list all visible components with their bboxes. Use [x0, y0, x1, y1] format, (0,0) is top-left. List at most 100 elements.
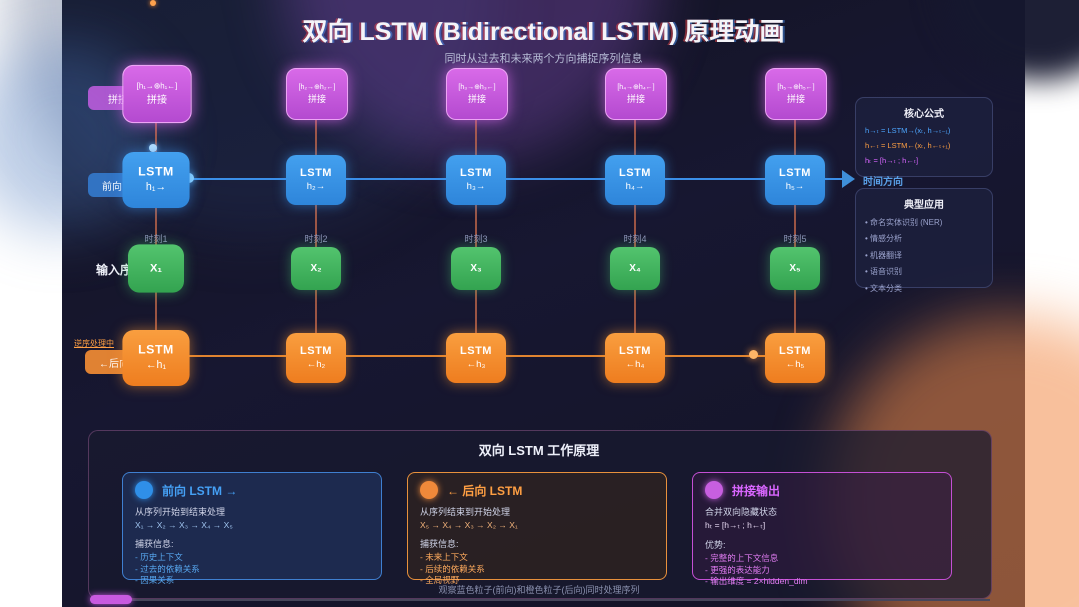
concat-box-1: [h₁→⊕h₁←] 拼接: [122, 64, 192, 124]
page-subtitle: 同时从过去和未来两个方向捕捉序列信息: [444, 53, 643, 65]
concat-formula: [h₄→⊕h₄←]: [617, 84, 655, 92]
card-item: - 更强的表达能力: [705, 564, 770, 575]
input-value: X₄: [629, 262, 641, 274]
purple-dot-icon: [705, 481, 723, 499]
time-label-4: 时刻4: [623, 234, 647, 244]
lstm-label: LSTM: [138, 343, 174, 358]
lstm-label: LSTM: [460, 345, 492, 358]
card-desc: 从序列结束到开始处理: [420, 507, 511, 517]
time-label-1: 时刻1: [144, 234, 168, 244]
concat-label: 拼接: [626, 93, 645, 104]
card-desc: 合并双向隐藏状态: [705, 507, 778, 517]
concat-label: 拼接: [307, 93, 326, 104]
column-line-4: [634, 92, 636, 360]
lstm-label: LSTM: [460, 167, 492, 180]
forward-particle-2-icon: [149, 144, 157, 152]
backward-lstm-box-5: LSTM ←h₅: [765, 333, 825, 383]
concat-box-4: [h₄→⊕h₄←] 拼接: [605, 68, 667, 120]
application-item: • 文本分类: [865, 283, 903, 293]
card-list-title: 捕获信息:: [135, 539, 174, 549]
forward-lstm-box-2: LSTM h₂→: [286, 155, 346, 205]
application-item: • 机器翻译: [865, 250, 903, 260]
lstm-label: LSTM: [138, 165, 174, 180]
concat-formula: [h₃→⊕h₃←]: [458, 84, 496, 92]
input-value: X₂: [310, 262, 322, 274]
card-list-title: 捕获信息:: [420, 539, 459, 549]
concat-box-5: [h₅→⊕h₅←] 拼接: [765, 68, 827, 120]
time-label-3: 时刻3: [464, 234, 488, 244]
card-header: ← 后向 LSTM: [420, 481, 654, 499]
backward-formula: h←ₜ = LSTM←(xₜ, h←ₜ₊₁): [865, 141, 951, 150]
column-line-5: [794, 92, 796, 360]
backward-lstm-card: ← 后向 LSTM 从序列结束到开始处理 X₅ → X₄ → X₃ → X₂ →…: [407, 472, 667, 585]
concat-output-card: 拼接输出 合并双向隐藏状态 hₜ = [h→ₜ ; h←ₜ] 优势: - 完整的…: [692, 472, 952, 586]
concat-formula: hₜ = [h→ₜ ; h←ₜ]: [865, 156, 919, 165]
card-title: 拼接输出: [732, 483, 781, 498]
blue-dot-icon: [135, 481, 153, 499]
forward-formula: h→ₜ = LSTM→(xₜ, h→ₜ₋₁): [865, 126, 951, 135]
column-line-3: [475, 92, 477, 360]
forward-lstm-card: 前向 LSTM → 从序列开始到结束处理 X₁ → X₂ → X₃ → X₄ →…: [122, 472, 382, 585]
forward-lstm-box-1: LSTM h₁→: [122, 152, 190, 208]
backward-particle-icon: [749, 350, 758, 359]
formulas-panel-title: 核心公式: [904, 109, 944, 120]
input-value: X₃: [470, 262, 482, 274]
time-label-5: 时刻5: [783, 234, 807, 244]
backward-lstm-box-2: LSTM ←h₂: [286, 333, 346, 383]
concat-label: 拼接: [786, 93, 805, 104]
animation-progress-track[interactable]: [90, 599, 990, 601]
input-value: X₁: [149, 262, 163, 275]
concat-box-2: [h₂→⊕h₂←] 拼接: [286, 68, 348, 120]
backward-lstm-box-3: LSTM ←h₃: [446, 333, 506, 383]
animation-progress-fill: [90, 595, 132, 604]
card-sequence: X₅ → X₄ → X₃ → X₂ → X₁: [420, 520, 518, 530]
concat-formula: [h₁→⊕h₁←]: [136, 83, 178, 91]
applications-panel-title: 典型应用: [904, 200, 944, 211]
time-direction-label: 时间方向: [863, 177, 903, 188]
backward-state: ←h₃: [466, 359, 486, 371]
input-box-1: X₁: [128, 244, 184, 293]
concat-label: 拼接: [146, 93, 168, 105]
orange-dot-icon: [420, 481, 438, 499]
lstm-label: LSTM: [779, 345, 811, 358]
animation-caption: 观察蓝色粒子(前向)和橙色粒子(后向)同时处理序列: [438, 585, 640, 595]
forward-lstm-box-4: LSTM h₄→: [605, 155, 665, 205]
forward-state: h₄→: [625, 181, 645, 193]
lstm-label: LSTM: [779, 167, 811, 180]
card-item: - 过去的依赖关系: [135, 563, 200, 574]
concat-label: 拼接: [467, 93, 486, 104]
backward-state: ←h₄: [625, 359, 645, 371]
card-item: - 完整的上下文信息: [705, 553, 779, 563]
column-line-2: [315, 92, 317, 360]
card-item: - 因果关系: [135, 575, 175, 585]
backward-lstm-box-4: LSTM ←h₄: [605, 333, 665, 383]
forward-state: h₂→: [306, 181, 326, 193]
concat-formula: [h₂→⊕h₂←]: [298, 84, 336, 92]
time-label-2: 时刻2: [304, 234, 328, 244]
input-value: X₅: [789, 262, 801, 274]
card-list-title: 优势:: [705, 540, 726, 550]
core-formulas-panel: 核心公式 h→ₜ = LSTM→(xₜ, h→ₜ₋₁) h←ₜ = LSTM←(…: [855, 97, 993, 177]
application-item: • 命名实体识别 (NER): [865, 217, 943, 227]
page-title: 双向 LSTM (Bidirectional LSTM) 原理动画: [302, 18, 785, 46]
card-desc: 从序列开始到结束处理: [135, 507, 226, 517]
backward-state: ←h₂: [306, 359, 326, 371]
lstm-label: LSTM: [619, 345, 651, 358]
stray-particle-icon: [150, 0, 156, 6]
input-box-4: X₄: [610, 247, 660, 290]
concat-formula: [h₅→⊕h₅←]: [777, 84, 815, 92]
reverse-processing-note: 逆序处理中: [74, 339, 114, 348]
card-title: 前向 LSTM →: [162, 483, 238, 498]
input-box-5: X₅: [770, 247, 820, 290]
explainer-title: 双向 LSTM 工作原理: [478, 443, 600, 458]
application-item: • 语音识别: [865, 267, 903, 276]
lstm-label: LSTM: [300, 345, 332, 358]
forward-state: h₃→: [466, 181, 486, 193]
input-box-3: X₃: [451, 247, 501, 290]
play-triangle-icon: [842, 170, 855, 188]
forward-state: h₁→: [145, 181, 167, 194]
card-sequence: hₜ = [h→ₜ ; h←ₜ]: [705, 520, 766, 530]
lstm-label: LSTM: [619, 167, 651, 180]
card-header: 拼接输出: [705, 481, 939, 499]
